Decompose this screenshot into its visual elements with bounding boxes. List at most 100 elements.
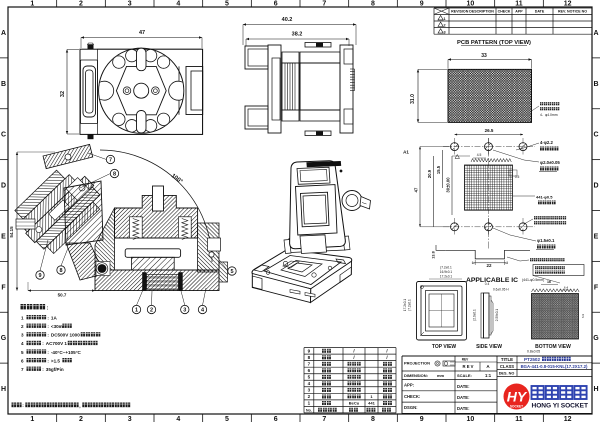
svg-text:A: A (593, 30, 598, 37)
svg-text:HY: HY (507, 389, 528, 405)
svg-text:1: 1 (135, 308, 138, 314)
svg-text:REV: REV (462, 358, 469, 362)
svg-text:DATE:: DATE: (457, 395, 469, 400)
svg-text:AC700V 1: AC700V 1 (46, 341, 68, 346)
svg-text:PT2502: PT2502 (524, 357, 541, 362)
svg-text:54.15: 54.15 (9, 226, 14, 238)
svg-text:B: B (1, 81, 6, 88)
svg-text:DC500V 1000: DC500V 1000 (51, 333, 80, 338)
svg-text:16.9±0.1: 16.9±0.1 (440, 270, 453, 274)
svg-text:DATE:: DATE: (457, 384, 469, 389)
svg-text:10: 10 (466, 416, 474, 422)
svg-text:CHECK:: CHECK: (404, 394, 420, 399)
svg-text::: : (47, 306, 49, 312)
svg-text:2: 2 (79, 1, 83, 8)
svg-text:APP:: APP: (404, 383, 414, 388)
svg-text:7: 7 (109, 158, 112, 164)
svg-text:HONG YI SOCKET: HONG YI SOCKET (532, 402, 589, 409)
svg-text:4.5: 4.5 (477, 153, 482, 157)
svg-text:11: 11 (515, 1, 523, 8)
svg-text:/: / (353, 355, 355, 360)
svg-text:9: 9 (420, 1, 424, 8)
svg-text:D: D (1, 183, 6, 190)
svg-text:47: 47 (414, 187, 419, 192)
svg-text:8: 8 (113, 172, 116, 178)
svg-text:2: 2 (150, 308, 153, 314)
svg-text:APP: APP (515, 10, 523, 14)
svg-text:6: 6 (21, 358, 24, 363)
svg-text:DIMENSION:: DIMENSION: (404, 373, 428, 378)
svg-text:-40°C~+105°C: -40°C~+105°C (51, 350, 82, 355)
svg-text:A1: A1 (403, 150, 409, 155)
svg-text:R E V: R E V (463, 364, 474, 369)
svg-text:9: 9 (420, 416, 424, 422)
svg-text:A: A (486, 364, 490, 369)
svg-text:REVISION DESCRIPTION: REVISION DESCRIPTION (451, 10, 494, 14)
svg-text:E: E (1, 233, 6, 240)
svg-text:0.8±0.05: 0.8±0.05 (527, 350, 540, 354)
svg-text:BeCu: BeCu (349, 401, 360, 406)
svg-text:0.6±0.05 H: 0.6±0.05 H (493, 288, 509, 292)
svg-text:SCALE:: SCALE: (457, 373, 472, 378)
svg-text:9: 9 (38, 273, 41, 279)
svg-text:REV. NOTICE NO: REV. NOTICE NO (558, 10, 587, 14)
svg-text:D: D (593, 183, 598, 190)
svg-text:1: 1 (21, 315, 24, 320)
svg-text:C: C (593, 132, 598, 139)
svg-text:26.5: 26.5 (485, 128, 494, 133)
svg-text:C: C (1, 132, 6, 139)
svg-text:8: 8 (59, 268, 62, 274)
svg-text:DSGN:: DSGN: (404, 405, 418, 410)
svg-text:SIDE VIEW: SIDE VIEW (476, 344, 502, 350)
svg-text:32: 32 (60, 91, 66, 97)
svg-text::: : (22, 404, 24, 409)
svg-text:2: 2 (21, 324, 24, 329)
svg-text:9: 9 (308, 348, 311, 353)
svg-text:No.: No. (306, 408, 312, 412)
svg-text:441: 441 (368, 401, 375, 406)
svg-text::: : (47, 333, 49, 338)
svg-text:30±0.00: 30±0.00 (446, 177, 451, 193)
svg-text:12: 12 (564, 1, 572, 8)
svg-text:38.2: 38.2 (292, 32, 303, 38)
svg-text:47: 47 (139, 30, 145, 36)
svg-text:PROJECTION: PROJECTION (404, 361, 430, 366)
svg-text:8: 8 (371, 416, 375, 422)
svg-text:(441-φ0.5mm): (441-φ0.5mm) (522, 278, 544, 282)
svg-text:2: 2 (308, 394, 311, 399)
svg-text::: : (42, 341, 44, 346)
svg-text:PCB PATTERN (TOP VIEW): PCB PATTERN (TOP VIEW) (457, 40, 531, 46)
svg-text:4: 4 (21, 341, 24, 346)
svg-text:7: 7 (322, 416, 326, 422)
svg-text:>1.5: >1.5 (51, 358, 61, 363)
svg-text:,: , (79, 405, 81, 410)
svg-text:8: 8 (308, 355, 311, 360)
svg-text:/: / (386, 348, 388, 353)
svg-text:CLASS: CLASS (500, 364, 514, 369)
svg-text:(7.2±0.1: (7.2±0.1 (440, 266, 452, 270)
svg-text:441-φ0.5: 441-φ0.5 (536, 195, 553, 200)
svg-text:(2.0±0.1: (2.0±0.1 (473, 309, 477, 321)
svg-text:6: 6 (274, 1, 278, 8)
svg-text:G: G (1, 335, 7, 342)
svg-text:40.2: 40.2 (282, 17, 293, 23)
svg-text:φ2.0±0.05: φ2.0±0.05 (540, 160, 560, 165)
svg-text:17.2±0.1: 17.2±0.1 (403, 299, 407, 312)
svg-text:5: 5 (225, 416, 229, 422)
svg-text:3: 3 (128, 416, 132, 422)
svg-text:5: 5 (225, 1, 229, 8)
svg-text:B: B (593, 81, 598, 88)
svg-text:CHECK: CHECK (498, 10, 511, 14)
svg-text:50.7: 50.7 (58, 293, 67, 298)
svg-text:3: 3 (308, 388, 311, 393)
svg-text::: : (47, 358, 49, 363)
svg-text:1: 1 (308, 401, 311, 406)
svg-text:15.5: 15.5 (436, 165, 441, 174)
svg-text:2.59±0.1: 2.59±0.1 (495, 309, 499, 322)
svg-text:17.2±0.1: 17.2±0.1 (440, 275, 453, 279)
svg-text:35gf/Pin: 35gf/Pin (46, 367, 64, 372)
svg-text:7: 7 (322, 1, 326, 8)
svg-text:1: 1 (30, 1, 34, 8)
svg-text:3: 3 (443, 30, 445, 34)
svg-text:1: 1 (443, 17, 445, 21)
